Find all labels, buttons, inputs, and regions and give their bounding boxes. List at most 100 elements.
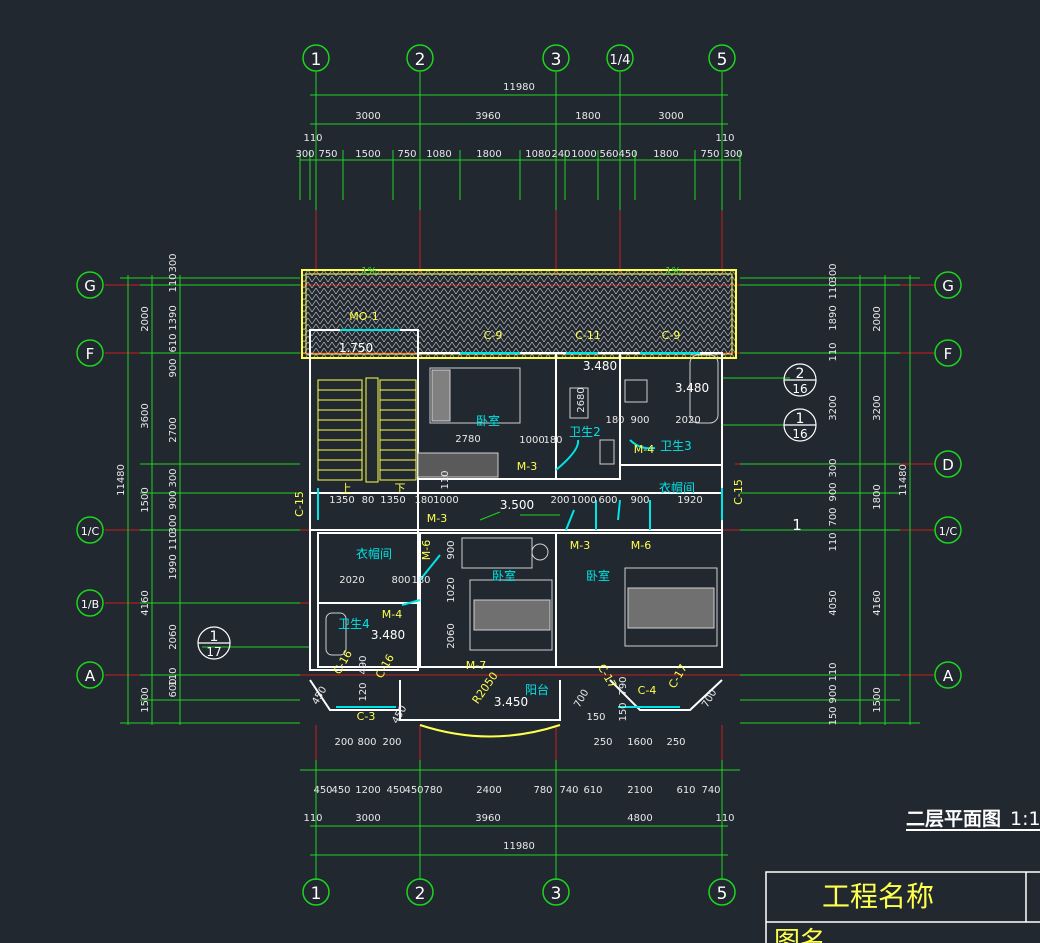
- slope-mark: 1%: [665, 266, 681, 277]
- dim-bottom-seg: 3000: [355, 813, 380, 824]
- roof-overhang: [301, 269, 737, 359]
- dim-top-detail: 1080: [525, 149, 550, 160]
- dim-top-detail: 750: [397, 149, 416, 160]
- svg-text:1500: 1500: [140, 687, 151, 712]
- dim-bottom-detail: 1200: [355, 785, 380, 796]
- dim-bottom-110: 110: [715, 813, 734, 824]
- svg-text:300: 300: [168, 468, 179, 487]
- svg-text:2020: 2020: [339, 575, 364, 586]
- svg-text:1500: 1500: [872, 687, 883, 712]
- dim-top-seg: 3000: [355, 111, 380, 122]
- svg-text:C-16: C-16: [331, 648, 355, 677]
- axis-bottom-1: 1: [311, 884, 322, 904]
- svg-text:2060: 2060: [168, 624, 179, 649]
- svg-text:M-7: M-7: [466, 659, 486, 672]
- svg-text:M-3: M-3: [427, 512, 447, 525]
- dim-top-detail: 1500: [355, 149, 380, 160]
- svg-text:4160: 4160: [140, 590, 151, 615]
- svg-text:C-11: C-11: [575, 329, 601, 342]
- svg-text:1890: 1890: [828, 305, 839, 330]
- drawing-scale: 1:1: [1010, 808, 1040, 830]
- room-bath: 卫生3: [660, 439, 692, 453]
- svg-text:700: 700: [828, 507, 839, 526]
- section-mark-sheet: 17: [206, 645, 221, 659]
- bed-icon: [624, 567, 718, 647]
- svg-text:M-3: M-3: [517, 460, 537, 473]
- svg-text:M-6: M-6: [420, 540, 433, 560]
- svg-text:C-15: C-15: [732, 479, 745, 505]
- section-cut-label: 1: [792, 516, 802, 534]
- dim-top-detail: 1000: [571, 149, 596, 160]
- svg-text:900: 900: [630, 415, 649, 426]
- svg-text:1.750: 1.750: [339, 341, 373, 355]
- room-closet: 衣帽间: [659, 480, 695, 495]
- dim-top-detail: 450: [618, 149, 637, 160]
- svg-text:1000: 1000: [519, 435, 544, 446]
- svg-text:150: 150: [586, 712, 605, 723]
- dim-top-detail: 560: [599, 149, 618, 160]
- svg-text:150: 150: [618, 702, 629, 721]
- walls: [309, 329, 723, 738]
- svg-text:1990: 1990: [168, 554, 179, 579]
- dim-top-110: 110: [303, 133, 322, 144]
- dim-top-detail: 1800: [653, 149, 678, 160]
- dim-bottom-total: 11980: [503, 841, 535, 852]
- svg-text:3200: 3200: [828, 395, 839, 420]
- dim-bottom-detail: 610: [583, 785, 602, 796]
- svg-text:600: 600: [598, 495, 617, 506]
- svg-text:M-4: M-4: [634, 443, 654, 456]
- right-outer-dims: 2000 3200 1800 4160 1500 11480: [872, 306, 909, 712]
- svg-text:1350: 1350: [380, 495, 405, 506]
- bathtub-icon: [689, 354, 719, 424]
- dim-top-detail: 1080: [426, 149, 451, 160]
- dim-bottom-detail: 740: [559, 785, 578, 796]
- axis-left-1b: 1/B: [81, 598, 99, 611]
- svg-text:1020: 1020: [446, 577, 457, 602]
- axis-right-d: D: [942, 456, 954, 474]
- axis-left-1c: 1/C: [81, 525, 100, 538]
- svg-text:200: 200: [550, 495, 569, 506]
- axis-left-a: A: [85, 667, 96, 685]
- svg-text:C-9: C-9: [484, 329, 503, 342]
- section-mark-sheet: 16: [792, 382, 807, 396]
- axis-bubble: [302, 44, 330, 72]
- right-inner-dims: 300 110 1890 110 3200 300 900 700 110 40…: [828, 263, 839, 725]
- svg-text:800: 800: [391, 575, 410, 586]
- axis-left-f: F: [86, 345, 95, 363]
- svg-text:610: 610: [168, 333, 179, 352]
- svg-text:700: 700: [572, 688, 591, 710]
- svg-text:180: 180: [414, 495, 433, 506]
- svg-text:2000: 2000: [140, 306, 151, 331]
- svg-text:3.480: 3.480: [675, 381, 709, 395]
- svg-text:700: 700: [700, 688, 719, 710]
- dim-bottom-detail: 610: [676, 785, 695, 796]
- dim-top-seg: 1800: [575, 111, 600, 122]
- svg-text:180: 180: [543, 435, 562, 446]
- toilet-icon: [599, 439, 615, 465]
- svg-text:2680: 2680: [576, 387, 587, 412]
- svg-text:900: 900: [828, 482, 839, 501]
- svg-text:200: 200: [382, 737, 401, 748]
- svg-text:110: 110: [168, 667, 179, 686]
- axis-bottom-2: 2: [415, 884, 426, 904]
- bed-icon: [469, 579, 553, 651]
- svg-text:300: 300: [828, 263, 839, 282]
- svg-text:900: 900: [168, 490, 179, 509]
- axis-right-a: A: [943, 667, 954, 685]
- svg-text:3.500: 3.500: [500, 498, 534, 512]
- svg-text:C-4: C-4: [638, 684, 657, 697]
- axis-bubbles-right: [934, 271, 962, 689]
- svg-text:900: 900: [446, 540, 457, 559]
- dim-bottom-110: 110: [303, 813, 322, 824]
- svg-text:120: 120: [358, 682, 369, 701]
- section-mark-num: 2: [796, 366, 805, 382]
- title-block-drawing: 图名: [774, 927, 826, 943]
- svg-text:300: 300: [828, 458, 839, 477]
- svg-text:3.450: 3.450: [494, 695, 528, 709]
- title-block-project: 工程名称: [822, 880, 934, 913]
- dim-bottom-detail: 780: [423, 785, 442, 796]
- axis-bottom-3: 3: [551, 884, 562, 904]
- svg-text:110: 110: [440, 470, 451, 489]
- svg-text:2060: 2060: [446, 623, 457, 648]
